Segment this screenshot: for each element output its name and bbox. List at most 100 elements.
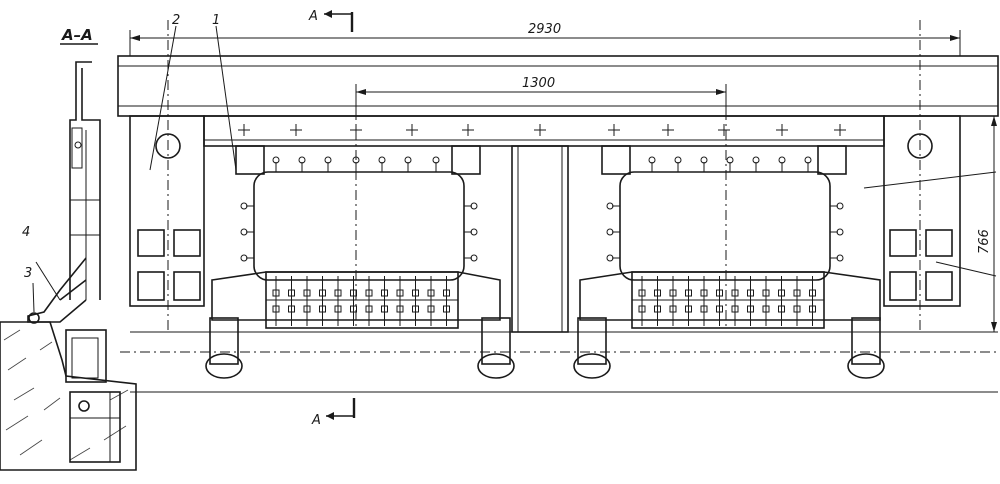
coil-fin-tab [700,289,708,297]
pin-head [298,156,306,164]
pin-head [726,156,734,164]
wheel-2 [477,317,515,379]
pin-head [674,156,682,164]
callout-2: 2 [172,13,180,28]
right-coil-fins [638,276,816,326]
coil-fin-tab [288,289,295,297]
clamp-bolt [74,141,82,149]
pin-head [836,228,844,236]
right-box-1 [889,229,917,257]
pin-head [606,202,614,210]
cut-marks: A A [308,9,356,428]
left-end-plate [129,115,205,307]
coil-fin-tab [793,289,801,297]
pin-head [606,254,614,262]
dimension-2930: 2930 [129,22,961,56]
coil-fin-tab [731,305,739,313]
main-elevation: 2 1 [117,13,999,393]
anchor-bolt [78,400,90,412]
coil-fin-tab [443,289,450,297]
coil-fin-tab [334,289,342,297]
pin-head [836,254,844,262]
cut-arrowhead-top [324,10,332,18]
section-label: A–A [61,26,93,44]
clamp-block [71,127,83,169]
pin-head [804,156,812,164]
pin-head [778,156,786,164]
upper-frame-crosses [238,124,846,136]
coil-fin-tab [350,305,357,313]
coil-fin-tab [762,289,770,297]
left-box-4 [173,271,201,301]
wheel-3 [573,317,611,379]
coil-fin-tab [700,305,708,313]
coil-fin-tab [654,305,661,313]
pin-head [432,156,440,164]
leader-right-upper [863,171,997,189]
coil-fin-tab [685,305,692,313]
hook-4 [817,145,847,175]
coil-fin-tab [731,289,739,297]
pin-head [272,156,280,164]
coil-fin-tab [427,305,435,313]
coil-fin-tab [716,289,723,297]
center-post [511,145,569,333]
coil-fin-tab [638,289,646,297]
cut-mark-top-label: A [308,9,318,24]
coil-fin-tab [396,305,404,313]
dim-height: 766 [977,229,992,254]
anchor-block [69,391,121,463]
housing-right-edge [81,68,101,300]
coil-fin-tab [350,289,357,297]
coil-fin-tab [365,289,373,297]
pin-head [324,156,332,164]
pin-head [240,254,248,262]
top-beam [117,55,999,117]
coil-fin-tab [303,305,311,313]
coil-fin-tab [272,289,280,297]
coil-fin-tab [412,305,419,313]
leader-4 [35,261,61,301]
cut-mark-bottom-label: A [311,413,321,428]
coil-fin-tab [716,305,723,313]
coil-fin-tab [809,305,816,313]
coil-fin-tab [427,289,435,297]
housing-left-edge [69,61,92,300]
dim-inner-span: 1300 [522,76,555,91]
hook-2 [451,145,481,175]
foundation [0,321,137,471]
panel-pins [240,156,844,262]
left-box-2 [173,229,201,257]
pin-head [378,156,386,164]
pin-head [240,228,248,236]
coil-fin-tab [303,289,311,297]
pin-head [470,254,478,262]
pin-head [240,202,248,210]
pin-head [352,156,360,164]
leader-right-lower [935,261,997,277]
bracket-rib [59,279,87,301]
wheel-4 [847,317,885,379]
cut-arrowhead-bottom [326,412,334,420]
coil-fin-tab [685,289,692,297]
left-panel [253,171,465,281]
section-view-a-a: A–A 4 3 [0,26,137,471]
rail-column [65,329,107,383]
callout-3: 3 [24,266,32,281]
pin-head [648,156,656,164]
pin-head [606,228,614,236]
coil-fin-tab [381,305,388,313]
left-coil-fins [272,276,450,326]
wheel-1 [205,317,243,379]
pin-head [470,202,478,210]
roller [28,312,40,324]
coil-fin-tab [669,289,677,297]
right-end-plate [883,115,961,307]
coil-fin-tab [762,305,770,313]
dim-overall-length: 2930 [528,22,561,37]
pin-head [752,156,760,164]
coil-fin-tab [747,305,754,313]
coil-fin-tab [334,305,342,313]
coil-fin-tab [319,289,326,297]
